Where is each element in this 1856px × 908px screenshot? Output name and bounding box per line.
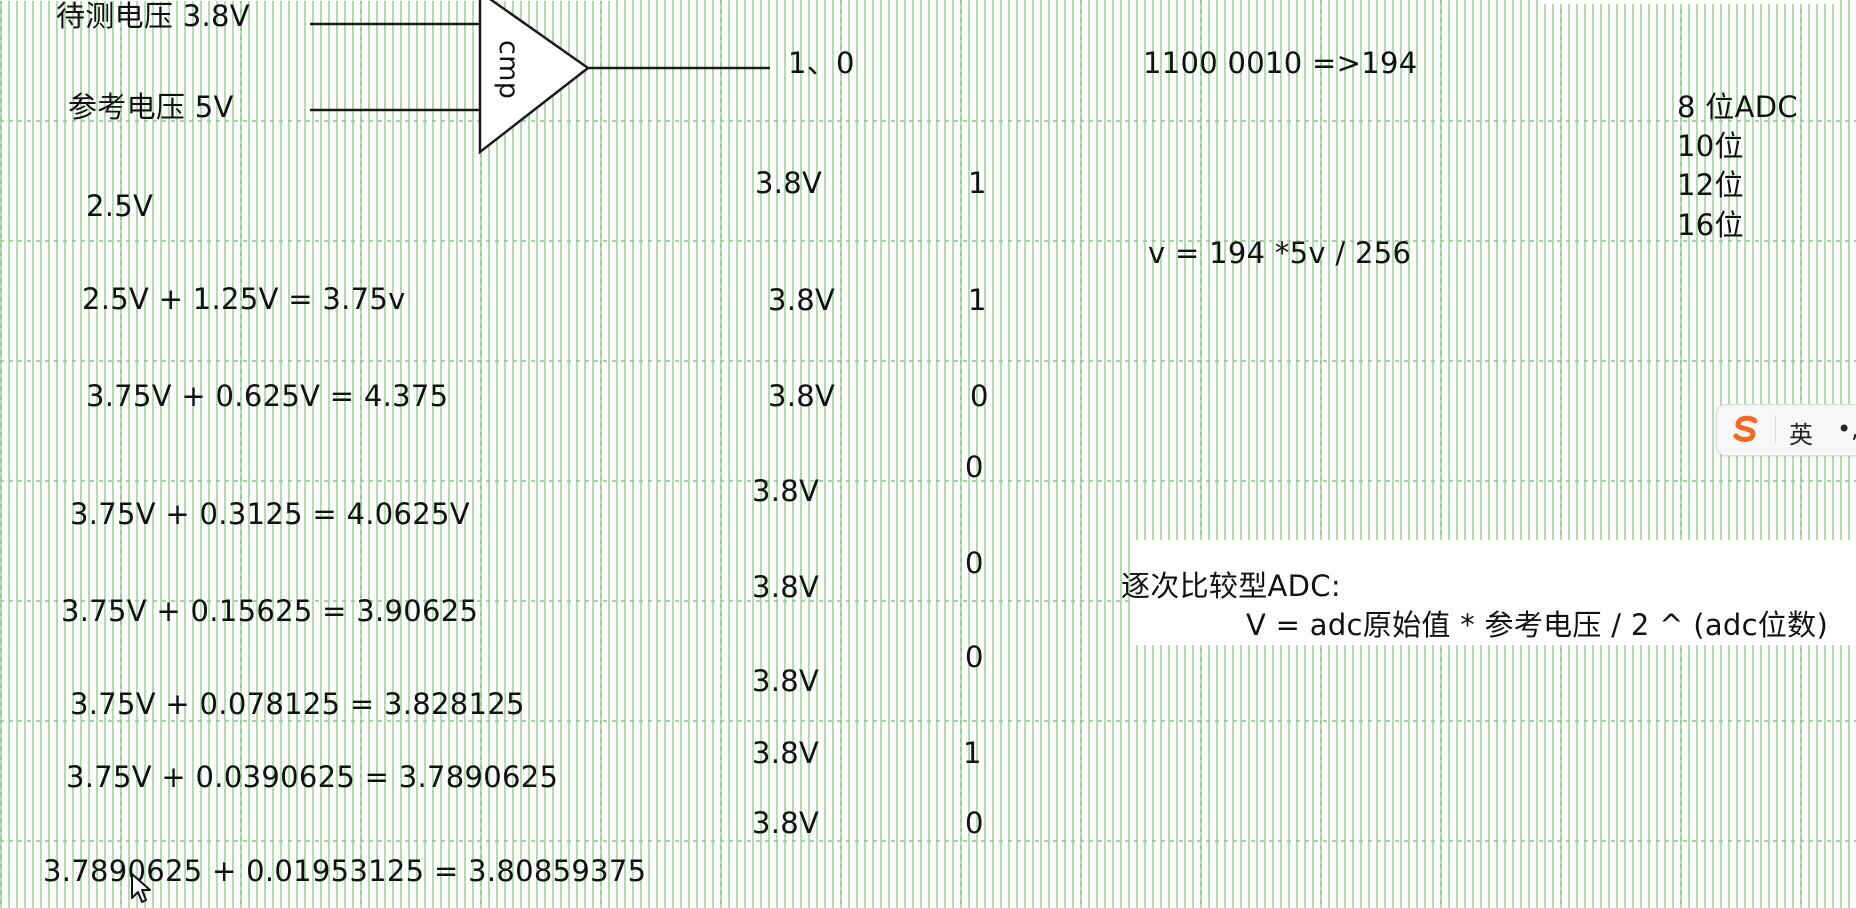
input-voltage: 3.8V xyxy=(752,474,820,508)
sogou-s-icon[interactable] xyxy=(1731,414,1761,444)
white-panel-top-right xyxy=(1540,0,1840,4)
comparator-bit: 0 xyxy=(965,546,984,580)
comparator-label: cmp xyxy=(493,40,524,100)
step-expression: 3.75V + 0.078125 = 3.828125 xyxy=(70,687,525,721)
input-voltage: 3.8V xyxy=(768,379,836,413)
resolution-item: 12位 xyxy=(1677,168,1744,202)
ime-separator xyxy=(1775,415,1776,443)
input-voltage: 3.8V xyxy=(768,283,836,317)
sar-adc-formula: V = adc原始值 * 参考电压 / 2 ^ (adc位数) xyxy=(1246,608,1829,642)
mouse-cursor-icon xyxy=(131,873,151,903)
comparator-diagram xyxy=(310,0,770,155)
resolution-item: 8 位ADC xyxy=(1677,90,1798,124)
comparator-bit: 0 xyxy=(965,640,984,674)
reference-voltage-label: 参考电压 5V xyxy=(68,90,234,124)
step-expression: 3.75V + 0.15625 = 3.90625 xyxy=(61,594,479,628)
step-expression: 2.5V + 1.25V = 3.75v xyxy=(82,282,406,316)
comparator-bit: 0 xyxy=(965,450,984,484)
white-panel-right xyxy=(1130,540,1856,645)
sar-adc-title: 逐次比较型ADC: xyxy=(1121,569,1341,603)
input-voltage: 3.8V xyxy=(755,166,823,200)
step-expression: 3.75V + 0.3125 = 4.0625V xyxy=(70,497,470,531)
comparator-output-label: 1、0 xyxy=(788,46,855,80)
comparator-triangle xyxy=(478,0,591,155)
measured-voltage-label: 待测电压 3.8V xyxy=(56,0,250,33)
step-expression: 3.75V + 0.0390625 = 3.7890625 xyxy=(66,760,559,794)
comparator-bit: 0 xyxy=(965,806,984,840)
comparator-bit: 1 xyxy=(968,283,987,317)
input-voltage: 3.8V xyxy=(752,736,820,770)
input-voltage: 3.8V xyxy=(752,570,820,604)
comparator-bit: 1 xyxy=(963,736,982,770)
white-panel-left xyxy=(0,0,612,1)
resolution-item: 16位 xyxy=(1677,208,1744,242)
voltage-formula: v = 194 *5v / 256 xyxy=(1148,236,1412,270)
comparator-bit: 1 xyxy=(968,166,987,200)
resolution-item: 10位 xyxy=(1677,129,1744,163)
ime-toolbar[interactable]: 英 •, xyxy=(1716,404,1856,456)
step-expression: 3.7890625 + 0.01953125 = 3.80859375 xyxy=(43,854,647,888)
step-expression: 2.5V xyxy=(86,189,154,223)
ime-language-toggle[interactable]: 英 xyxy=(1789,421,1813,449)
comparator-bit: 0 xyxy=(970,379,989,413)
binary-result: 1100 0010 =>194 xyxy=(1143,46,1418,80)
input-voltage: 3.8V xyxy=(752,806,820,840)
step-expression: 3.75V + 0.625V = 4.375 xyxy=(86,379,449,413)
input-voltage: 3.8V xyxy=(752,664,820,698)
ime-punctuation-icon[interactable]: •, xyxy=(1837,415,1856,443)
